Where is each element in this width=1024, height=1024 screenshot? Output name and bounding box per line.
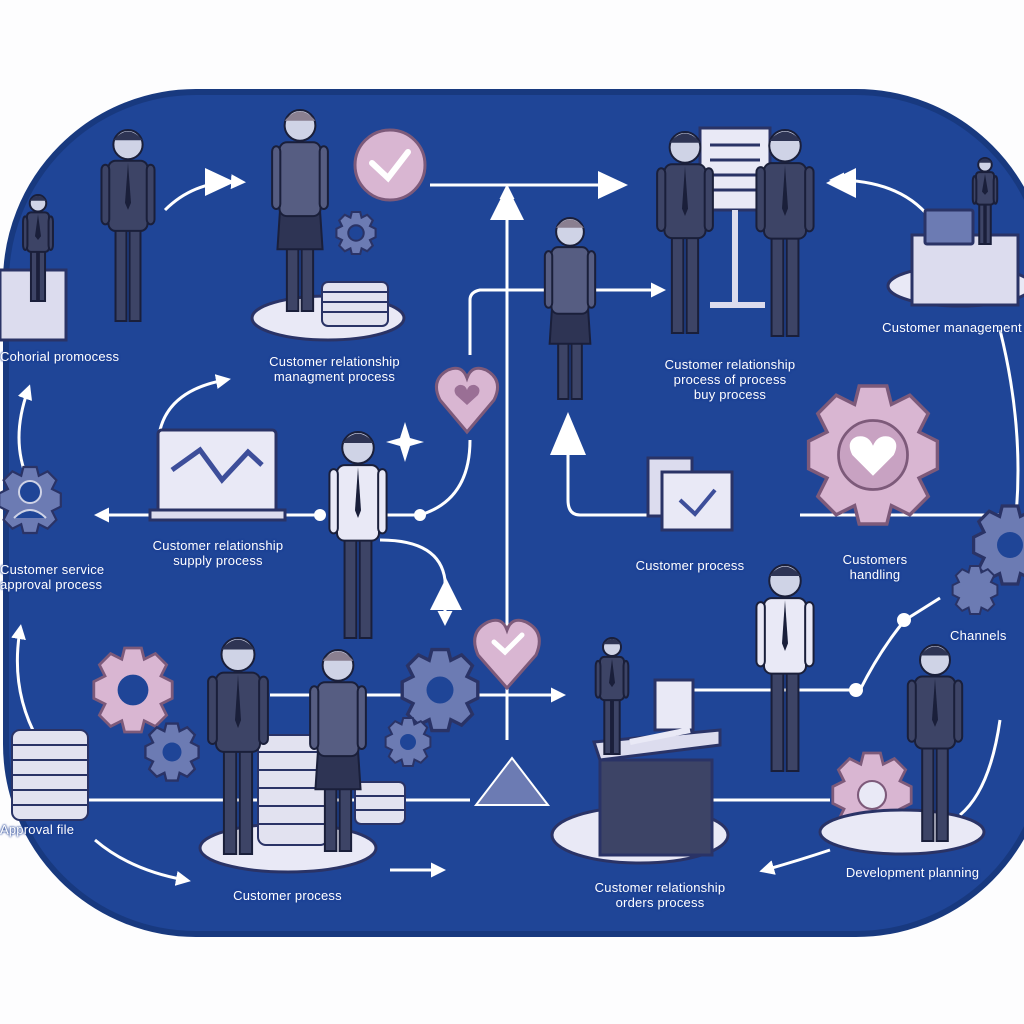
gear-blue-left-icon — [144, 722, 200, 782]
triangle-marker-icon — [473, 756, 551, 806]
person-woman-bags-bottom — [309, 649, 367, 853]
gear-pink-bottom-right-icon — [831, 751, 913, 839]
person-suit-screen-right — [755, 129, 815, 337]
arrow-curve-left — [158, 374, 231, 431]
gear-center-small-icon — [384, 716, 432, 768]
gear-center-icon — [400, 647, 480, 733]
heart-check-icon — [473, 618, 541, 691]
person-suit-standing-right — [906, 644, 964, 842]
label-channels: Channels — [950, 628, 1007, 643]
line-check-loop — [560, 424, 650, 517]
desk-bottom-center — [591, 678, 722, 857]
person-woman-shopping — [543, 217, 597, 400]
label-development-planning: Development planning — [845, 865, 980, 880]
desk-top-right — [910, 208, 1020, 307]
label-cohorial-process: Cohorial promocess — [0, 349, 120, 364]
arrowheads-large — [205, 168, 856, 610]
person-woman-pointing-top — [271, 109, 329, 312]
person-suit-arms-crossed-bottom — [207, 637, 269, 855]
coin-stack-top — [321, 281, 389, 327]
person-seated-desk-right — [971, 157, 999, 245]
person-shirt-presenter — [328, 431, 388, 639]
label-customer-management: Customer management — [882, 320, 1022, 335]
connector-dots — [314, 509, 911, 697]
coin-stack-center — [257, 734, 406, 846]
person-shirt-arms-crossed-right — [755, 564, 815, 772]
gear-right-edge-icon — [971, 504, 1024, 586]
gear-small-top-icon — [335, 210, 377, 256]
line-heart-down — [419, 439, 472, 517]
gear-pink-left-icon — [92, 646, 174, 734]
document-check-icon — [646, 456, 734, 532]
label-customer-process-bottom: Customer process — [233, 888, 342, 903]
coin-stack-left — [11, 729, 89, 821]
person-suit-desk-bottom — [594, 637, 630, 755]
arrow-bottom-right — [759, 848, 831, 875]
check-badge-icon — [353, 128, 427, 202]
line-mid-left — [468, 288, 505, 355]
heart-icon — [434, 366, 500, 435]
person-suit-screen-left — [656, 131, 714, 334]
gear-heart-icon — [806, 384, 940, 526]
curve-middle — [379, 538, 453, 626]
person-suit-standing-top-left — [100, 129, 156, 323]
label-customer-process-mid: Customer process — [635, 558, 745, 573]
gear-right-edge-small-icon — [951, 564, 999, 616]
label-approval-file: Approval file — [0, 822, 75, 837]
laptop-chart-icon — [148, 428, 287, 522]
sparkle-icon — [386, 422, 424, 462]
person-seated-desk-left — [22, 194, 54, 303]
arrow-bottom-left — [94, 838, 191, 886]
arrow-right-low — [959, 719, 1002, 817]
person-gear-left-icon — [0, 465, 62, 535]
people — [22, 109, 999, 855]
